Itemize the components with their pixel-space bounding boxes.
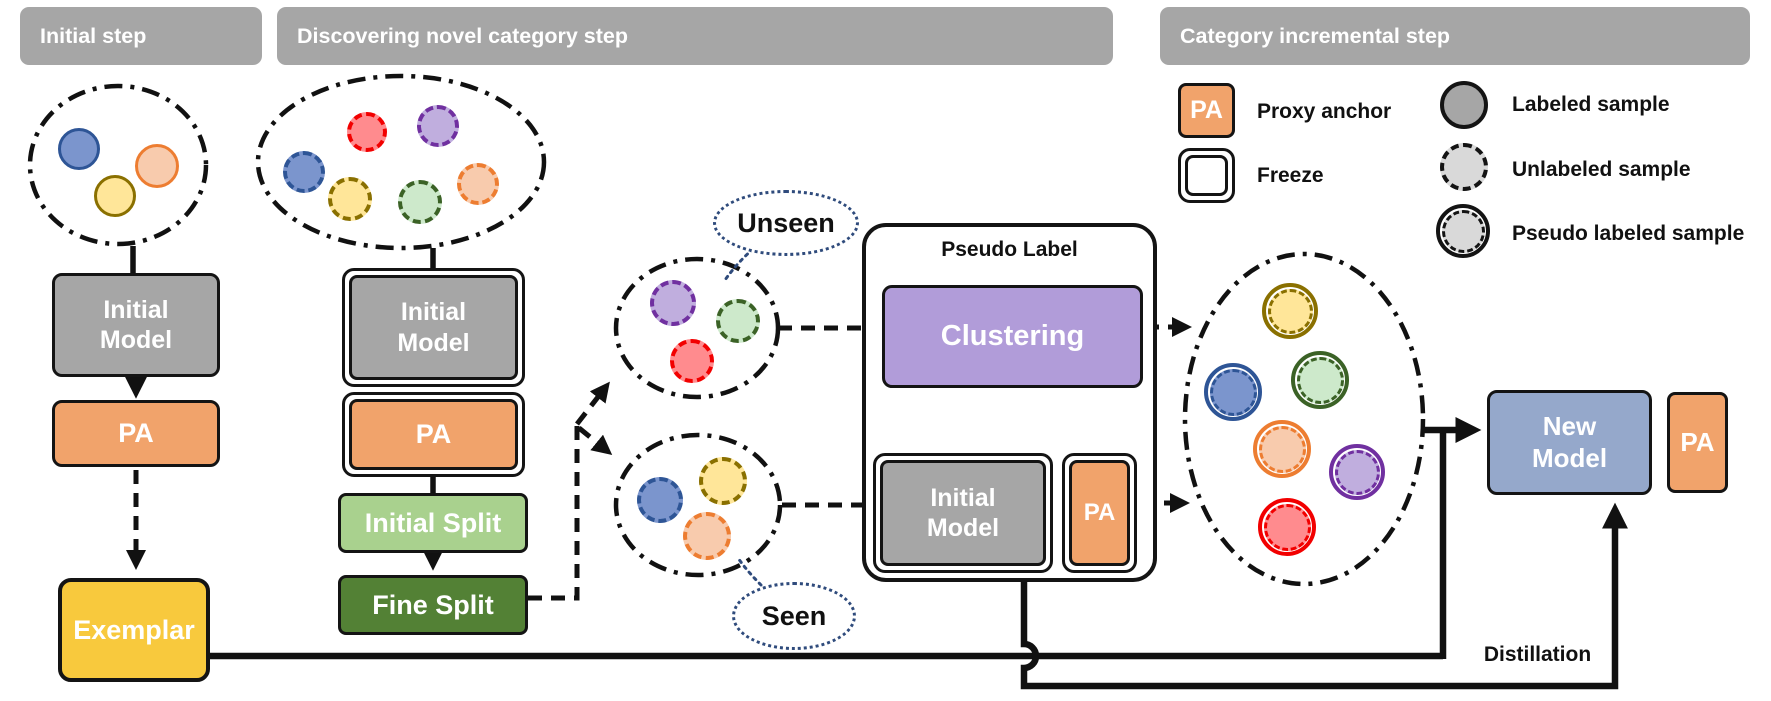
legend-labeled-sample-label: Labeled sample [1512, 94, 1670, 115]
legend-unlabeled-sample-text: Unlabeled sample [1512, 158, 1691, 181]
pseudo-sample-green [1291, 351, 1349, 409]
header-incremental-step: Category incremental step [1160, 7, 1750, 65]
fine-split-fork-line [528, 424, 580, 601]
incremental-pa-box: PA [1667, 392, 1728, 493]
new-model-box: New Model [1487, 390, 1652, 495]
seen-bubble-label: Seen [761, 600, 827, 631]
seen-bubble-tail [736, 556, 763, 587]
pseudo-sample-inner-ring [1334, 449, 1380, 495]
pseudo-sample-inner-ring [1209, 368, 1257, 416]
fine-split-label: Fine Split [372, 589, 494, 620]
clustering-label: Clustering [940, 319, 1085, 352]
unlabeled-sample-red [347, 112, 387, 152]
novel-pa-box: PA [349, 399, 518, 470]
unlabeled-sample-yellow [328, 177, 372, 221]
pseudo-sample-yellow [1262, 283, 1318, 339]
fine-split-box: Fine Split [338, 575, 528, 635]
distillation-text: Distillation [1483, 643, 1592, 666]
pseudo-label-title: Pseudo Label [941, 238, 1078, 261]
unseen-sample-purple [650, 280, 696, 326]
pseudo-initial-model-box: Initial Model [880, 460, 1046, 566]
freeze-initial-model-box: Initial Model [342, 268, 525, 387]
legend-freeze-label: Freeze [1257, 165, 1324, 186]
initial-model-box: Initial Model [52, 273, 220, 377]
unseen-sample-green [716, 299, 760, 343]
unseen-sample-red [670, 339, 714, 383]
header-discovering-step: Discovering novel category step [277, 7, 1113, 65]
legend-labeled-sample-icon [1440, 81, 1488, 129]
exemplar-label: Exemplar [73, 614, 195, 645]
legend-freeze-text: Freeze [1257, 164, 1324, 187]
legend-pseudo-sample-icon [1436, 204, 1490, 258]
legend-pa-icon: PA [1178, 83, 1235, 138]
header-initial-step-label: Initial step [40, 23, 147, 48]
labeled-sample-yellow [94, 175, 136, 217]
distillation-label: Distillation [1470, 644, 1605, 665]
fork-to-seen-arrow [577, 426, 613, 456]
fork-to-unseen-arrow [575, 381, 610, 426]
novel-initial-model-label: Initial Model [397, 298, 470, 357]
new-model-label: New Model [1531, 410, 1608, 473]
header-incremental-step-label: Category incremental step [1180, 23, 1451, 48]
legend-pseudo-sample-inner-ring [1441, 209, 1485, 253]
pseudo-cluster-ellipse [1182, 251, 1426, 587]
novel-pa-label: PA [415, 419, 452, 450]
novel-initial-model-box: Initial Model [349, 275, 518, 380]
freeze-pa-box: PA [342, 392, 525, 477]
legend-unlabeled-sample-icon [1440, 143, 1488, 191]
exemplar-box: Exemplar [58, 578, 210, 682]
freeze-pseudo-initial-model-box: Initial Model [873, 453, 1053, 573]
initial-model-label: Initial Model [99, 295, 173, 355]
pseudo-sample-inner-ring [1296, 356, 1344, 404]
initial-pa-label: PA [118, 418, 154, 449]
labeled-sample-blue [58, 128, 100, 170]
unseen-bubble-label: Unseen [737, 207, 835, 238]
initial-split-label: Initial Split [364, 507, 502, 538]
initial-split-box: Initial Split [338, 493, 528, 553]
seen-sample-orange [683, 512, 731, 560]
pseudo-pa-box: PA [1069, 460, 1130, 566]
header-initial-step: Initial step [20, 7, 262, 65]
labeled-sample-orange [135, 144, 179, 188]
pseudo-sample-purple [1329, 444, 1385, 500]
seen-sample-blue [637, 477, 683, 523]
pseudo-sample-inner-ring [1267, 288, 1313, 334]
legend-unlabeled-sample-label: Unlabeled sample [1512, 159, 1691, 180]
pseudo-pa-label: PA [1083, 499, 1116, 527]
pseudo-sample-blue [1204, 363, 1262, 421]
initial-pa-box: PA [52, 400, 220, 467]
pseudo-sample-red [1258, 498, 1316, 556]
legend-proxy-anchor-label: Proxy anchor [1257, 101, 1391, 122]
legend-freeze-icon [1178, 148, 1235, 203]
legend-pseudo-sample-label: Pseudo labeled sample [1512, 223, 1744, 244]
pseudo-initial-model-label: Initial Model [926, 483, 1000, 543]
pseudo-sample-inner-ring [1258, 425, 1306, 473]
unlabeled-sample-orange [457, 163, 499, 205]
legend-pseudo-sample-text: Pseudo labeled sample [1512, 222, 1745, 245]
pseudo-sample-orange [1253, 420, 1311, 478]
unlabeled-sample-green [398, 180, 442, 224]
seen-bubble: Seen [732, 582, 856, 650]
legend-proxy-anchor-text: Proxy anchor [1257, 100, 1392, 123]
seen-cluster-ellipse [613, 432, 783, 578]
unlabeled-sample-purple [417, 105, 459, 147]
initial-cluster-ellipse [27, 83, 209, 247]
header-discovering-step-label: Discovering novel category step [297, 23, 628, 48]
pseudo-sample-inner-ring [1263, 503, 1311, 551]
distillation-line [1020, 502, 1628, 690]
clustering-box: Clustering [882, 285, 1143, 388]
unseen-bubble: Unseen [713, 190, 859, 256]
incremental-pa-label: PA [1680, 426, 1715, 457]
legend-labeled-sample-text: Labeled sample [1512, 93, 1670, 116]
legend-freeze-icon-inner [1185, 155, 1228, 196]
unlabeled-sample-blue [283, 151, 325, 193]
freeze-pseudo-pa-box: PA [1062, 453, 1137, 573]
seen-sample-yellow [699, 457, 747, 505]
legend-pa-icon-label: PA [1190, 96, 1223, 125]
novel-cluster-ellipse [255, 73, 547, 251]
